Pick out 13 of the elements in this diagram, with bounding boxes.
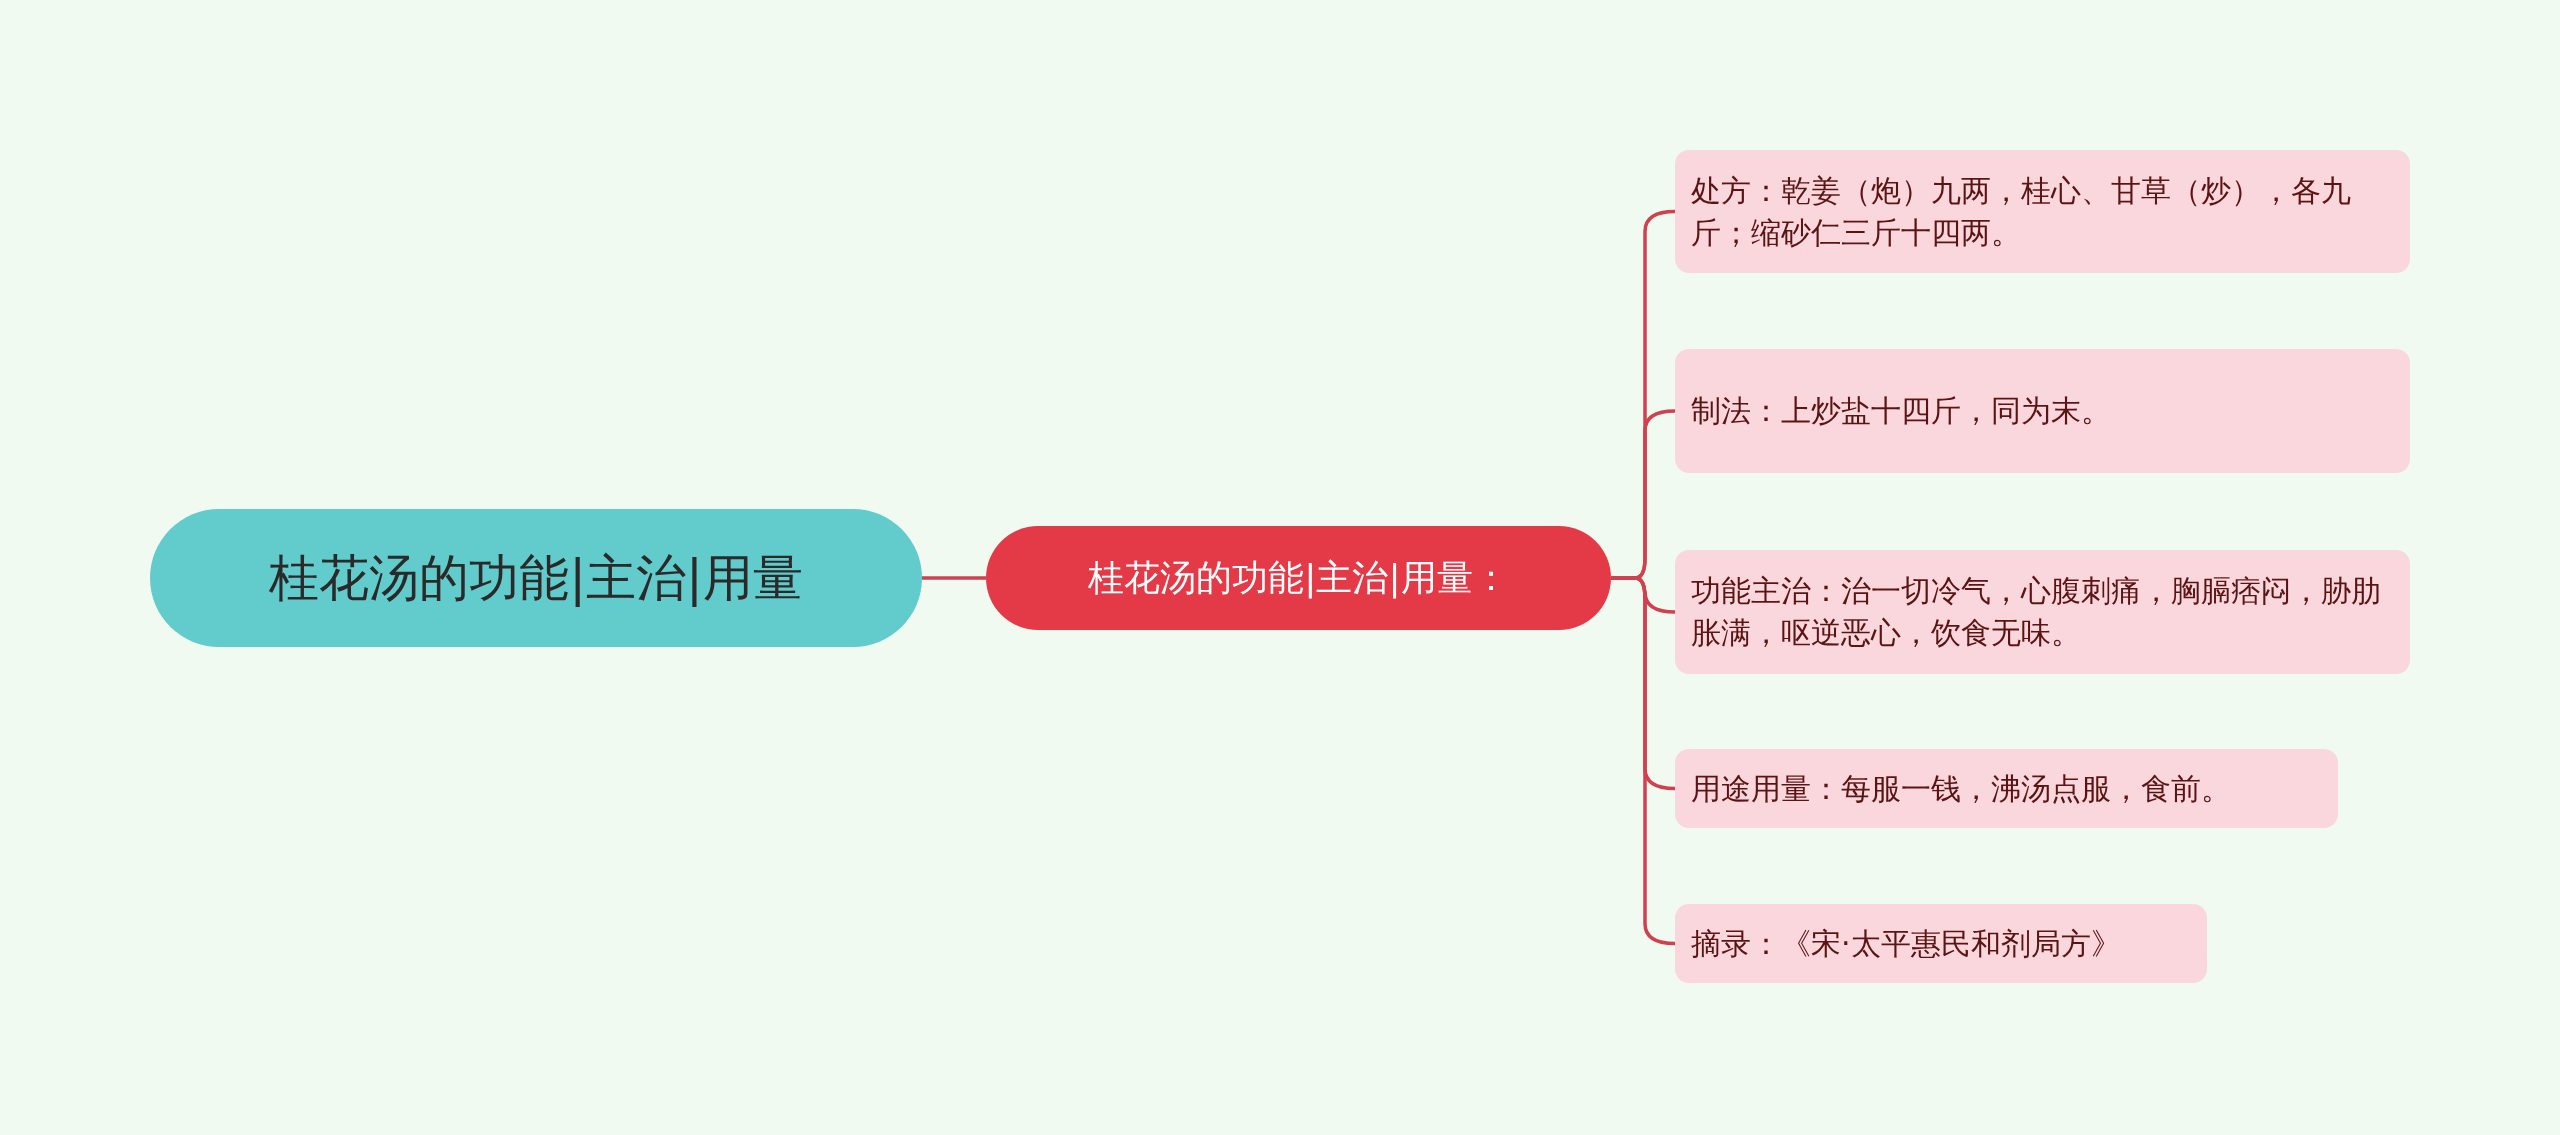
detail-box [1675, 550, 2410, 674]
detail-box [1675, 904, 2207, 983]
node-text: 桂花汤的功能|主治|用量 [269, 548, 803, 609]
node-text: 桂花汤的功能|主治|用量： [1088, 555, 1509, 601]
node-text: 用途用量：每服一钱，沸汤点服，食前。 [1691, 769, 2231, 808]
node-text: 制法：上炒盐十四斤，同为末。 [1691, 392, 2111, 430]
connector-line [922, 576, 986, 580]
detail-box [1675, 150, 2410, 273]
node-text: 处方：乾姜（炮）九两，桂心、甘草（炒），各九斤；缩砂仁三斤十四两。 [1691, 171, 2352, 252]
detail-box [1675, 749, 2338, 828]
detail-box [1675, 349, 2410, 473]
node-text: 摘录：《宋·太平惠民和剂局方》 [1691, 924, 2121, 963]
node-text: 功能主治：治一切冷气，心腹刺痛，胸膈痞闷，胁肋胀满，呕逆恶心，饮食无味。 [1691, 572, 2382, 652]
